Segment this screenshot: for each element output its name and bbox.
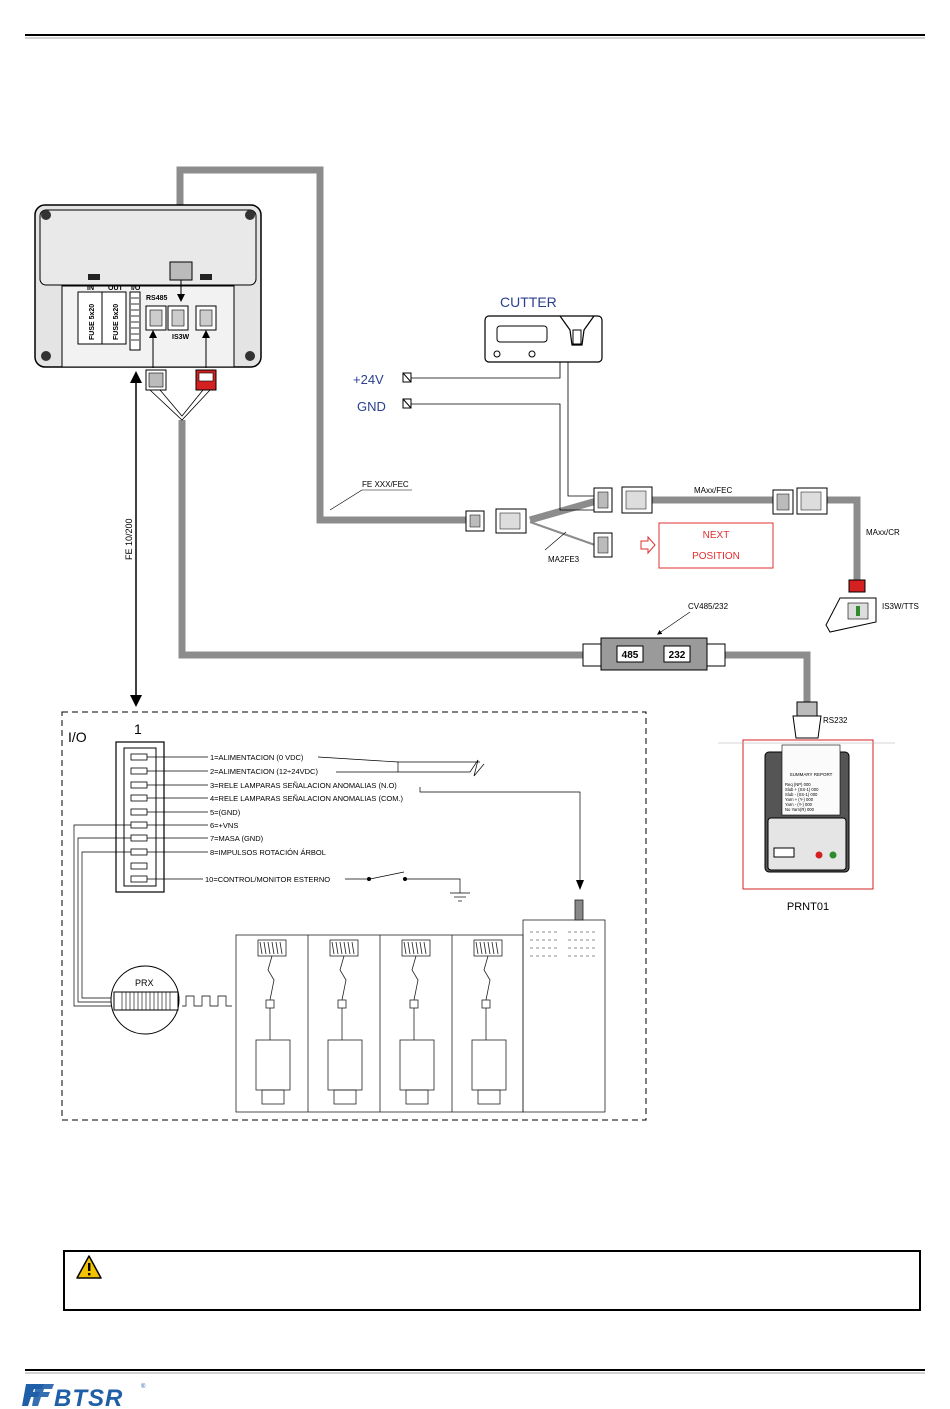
printer-prnt01 bbox=[718, 739, 895, 890]
control-unit bbox=[34, 204, 262, 368]
unit-plugs bbox=[145, 330, 217, 421]
fe10-label: FE 10/200 bbox=[124, 518, 134, 560]
unit-is3w-label: IS3W bbox=[172, 334, 190, 341]
pin-label: 10=CONTROL/MONITOR ESTERNO bbox=[205, 875, 330, 884]
unit-in-label: IN bbox=[87, 285, 94, 292]
v24-label: +24V bbox=[353, 372, 384, 387]
ma2fe3-connector bbox=[465, 486, 653, 558]
unit-out-label: OUT bbox=[108, 285, 124, 292]
cv485-label: CV485/232 bbox=[688, 602, 729, 611]
printer-report-row: Slub + (SS-1) 000 bbox=[785, 787, 819, 792]
machine-illustration bbox=[235, 899, 606, 1113]
next-position-line1: NEXT bbox=[703, 530, 730, 541]
fuse-label-1: FUSE 5x20 bbox=[89, 304, 96, 340]
is3w-tts-device bbox=[825, 579, 877, 633]
svg-text:®: ® bbox=[141, 1383, 146, 1390]
pin-label: 5=(GND) bbox=[210, 808, 241, 817]
printer-report-title: SUMMARY REPORT bbox=[790, 772, 833, 777]
printer-report-row: No Yarn(R) 000 bbox=[785, 807, 815, 812]
rs232-label: RS232 bbox=[823, 716, 848, 725]
io-connector bbox=[115, 741, 165, 893]
unit-rs485-label: RS485 bbox=[146, 295, 168, 302]
rs232-plug bbox=[792, 701, 822, 739]
printer-report-row: Req (NP) 000 bbox=[785, 782, 811, 787]
printer-report-row: Yarn - (Y-) 000 bbox=[785, 802, 813, 807]
pin-label: 6=+VNS bbox=[210, 821, 238, 830]
is3w-tts-label: IS3W/TTS bbox=[882, 602, 919, 611]
printer-report-row: Yarn + (Y-) 000 bbox=[785, 797, 814, 802]
maxx-cr-label: MAxx/CR bbox=[866, 528, 900, 537]
next-position-box bbox=[640, 522, 774, 569]
maxx-fec-connector bbox=[772, 487, 828, 515]
printer-report-row: Slub - (SS-1) 000 bbox=[785, 792, 818, 797]
pin-one-label: 1 bbox=[134, 721, 142, 737]
gnd-label: GND bbox=[357, 399, 386, 414]
pin-label: 4=RELE LAMPARAS SEÑALACION ANOMALIAS (CO… bbox=[210, 794, 404, 803]
pin-label: 7=MASA (GND) bbox=[210, 834, 264, 843]
pin-label: 3=RELE LAMPARAS SEÑALACION ANOMALIAS (N.… bbox=[210, 781, 397, 790]
unit-io-label: I/O bbox=[131, 285, 141, 292]
cutter-label: CUTTER bbox=[500, 294, 557, 310]
cutter-device bbox=[484, 315, 603, 363]
converter-232-label: 232 bbox=[669, 650, 686, 661]
cv485-converter bbox=[582, 637, 726, 671]
prx-label: PRX bbox=[135, 978, 154, 988]
pin-label: 8=IMPULSOS ROTACIÓN ÁRBOL bbox=[210, 848, 326, 857]
cable-network bbox=[176, 166, 861, 705]
warning-box bbox=[63, 1250, 921, 1311]
fe-xxx-label: FE XXX/FEC bbox=[362, 480, 409, 489]
ma2fe3-label: MA2FE3 bbox=[548, 555, 580, 564]
fuse-label-2: FUSE 5x20 bbox=[113, 304, 120, 340]
btsr-logo: BTSR ® bbox=[22, 1383, 146, 1409]
prx-sensor bbox=[110, 965, 180, 1035]
svg-text:BTSR: BTSR bbox=[54, 1385, 123, 1409]
prnt01-label: PRNT01 bbox=[787, 901, 829, 913]
next-position-line2: POSITION bbox=[692, 551, 740, 562]
pin-label: 1=ALIMENTACION (0 VDC) bbox=[210, 753, 304, 762]
pin-label: 2=ALIMENTACION (12÷24VDC) bbox=[210, 767, 318, 776]
io-section bbox=[61, 711, 647, 1121]
converter-485-label: 485 bbox=[622, 650, 639, 661]
maxx-fec-label: MAxx/FEC bbox=[694, 486, 732, 495]
warning-icon bbox=[76, 1255, 102, 1279]
io-label: I/O bbox=[68, 729, 87, 745]
